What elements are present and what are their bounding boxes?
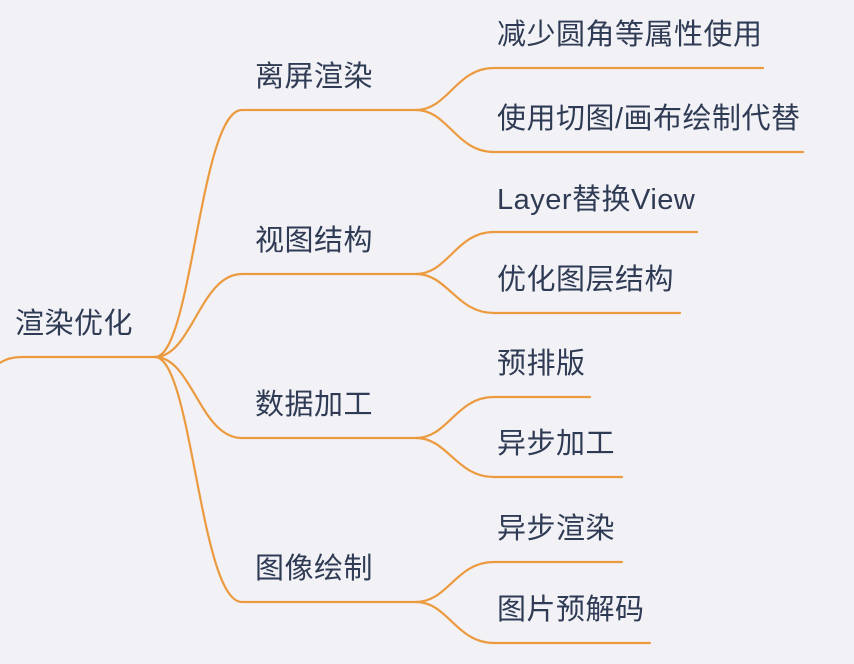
branch-connector-1 (153, 108, 418, 359)
leaf-connector-1b (414, 108, 805, 154)
node-leaf-async-rendering[interactable]: 异步渲染 (497, 513, 616, 545)
node-branch-image-drawing[interactable]: 图像绘制 (255, 553, 374, 585)
node-leaf-async-processing[interactable]: 异步加工 (497, 428, 616, 460)
leaf-connector-3a (414, 395, 592, 440)
leaf-connector-4b (414, 600, 652, 645)
node-leaf-layer-replace-view[interactable]: Layer替换View (497, 184, 696, 216)
node-root[interactable]: 渲染优化 (15, 308, 134, 340)
node-branch-data-processing[interactable]: 数据加工 (255, 389, 374, 421)
root-connector (0, 355, 157, 365)
node-branch-view-structure[interactable]: 视图结构 (255, 225, 374, 257)
node-leaf-use-slices-or-canvas[interactable]: 使用切图/画布绘制代替 (497, 103, 801, 135)
leaf-connector-1a (414, 66, 765, 112)
branch-connector-3 (153, 355, 418, 440)
leaf-connector-3b (414, 436, 624, 479)
node-leaf-optimize-layer-structure[interactable]: 优化图层结构 (497, 264, 675, 296)
node-leaf-image-predecode[interactable]: 图片预解码 (497, 594, 645, 626)
branch-connector-2 (153, 272, 418, 359)
node-leaf-pre-layout[interactable]: 预排版 (497, 348, 586, 380)
leaf-connector-2b (414, 272, 682, 315)
leaf-connector-4a (414, 560, 624, 604)
branch-connector-4 (153, 355, 418, 604)
node-leaf-reduce-rounded-corner-props[interactable]: 减少圆角等属性使用 (497, 19, 763, 51)
leaf-connector-2a (414, 230, 699, 276)
node-branch-offscreen-rendering[interactable]: 离屏渲染 (255, 61, 374, 93)
